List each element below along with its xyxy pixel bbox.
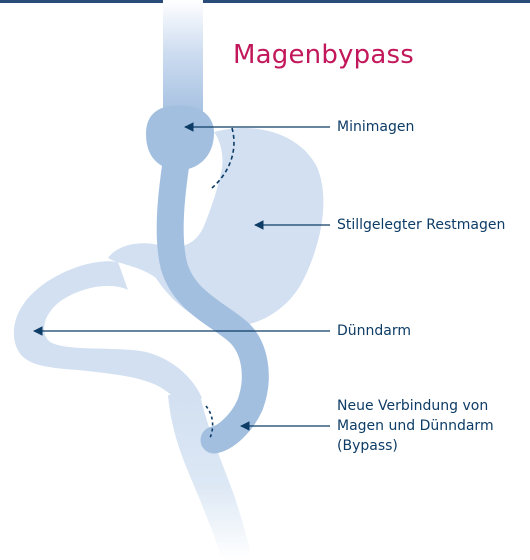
bypass-label-line-2: Magen und Dünndarm [337, 416, 522, 436]
minimagen-label: Minimagen [337, 117, 414, 137]
restmagen-shape [108, 128, 323, 327]
esophagus-shape [163, 0, 203, 118]
minimagen-shape [146, 105, 214, 170]
bypass-label: Neue Verbindung von Magen und Dünndarm (… [337, 396, 522, 456]
duenndarm-label: Dünndarm [337, 321, 411, 341]
bypass-label-line-1: Neue Verbindung von [337, 396, 522, 416]
bypass-label-line-3: (Bypass) [337, 436, 522, 456]
diagram-title: Magenbypass [233, 40, 414, 70]
restmagen-label: Stillgelegter Restmagen [337, 215, 505, 235]
